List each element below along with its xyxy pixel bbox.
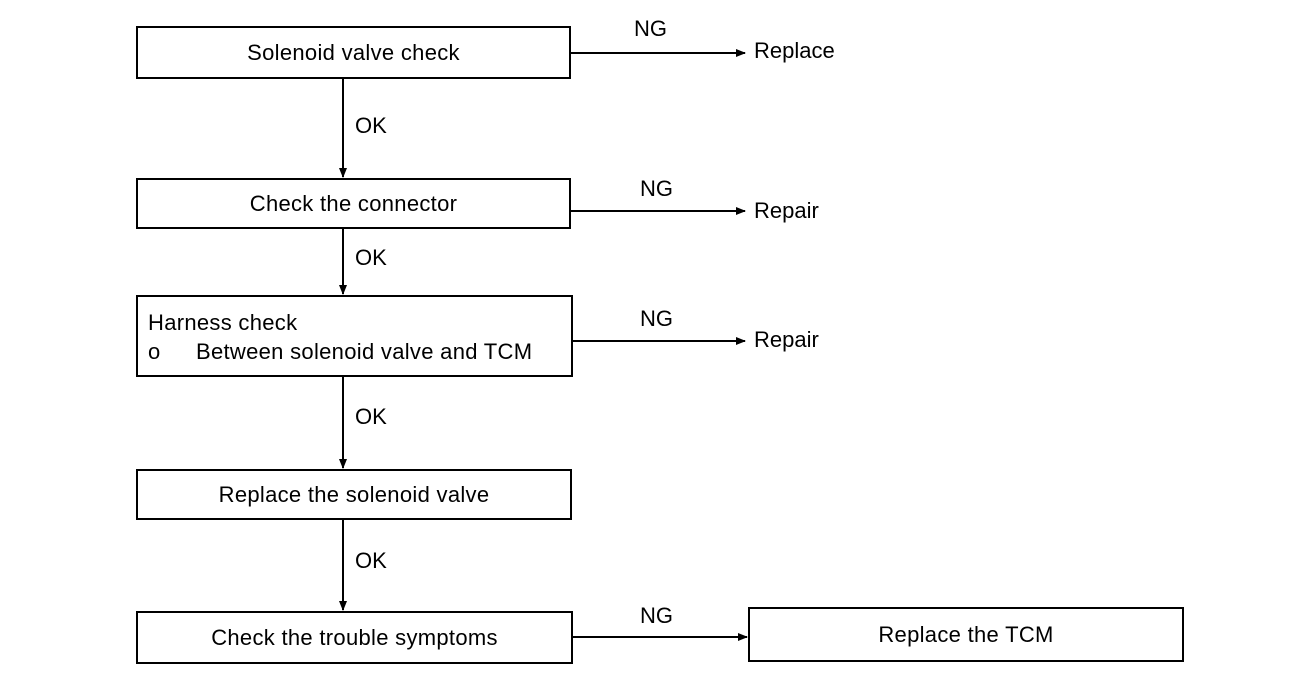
ng-label-3: NG <box>640 306 673 331</box>
step-label: Solenoid valve check <box>247 39 460 65</box>
final-label: Replace the TCM <box>878 621 1054 647</box>
ok-label-3: OK <box>355 404 387 429</box>
ok-label-1: OK <box>355 113 387 138</box>
ok-label-4: OK <box>355 548 387 573</box>
outcome-repair-1: Repair <box>754 198 819 223</box>
step-bullet-line: o Between solenoid valve and TCM <box>148 337 571 367</box>
step-solenoid-valve-check: Solenoid valve check <box>136 26 571 79</box>
step-harness-check: Harness check o Between solenoid valve an… <box>136 295 573 377</box>
step-label: Replace the solenoid valve <box>218 481 490 507</box>
ng-label-1: NG <box>634 16 667 41</box>
bullet-marker: o <box>148 339 161 364</box>
step-label: Check the connector <box>249 190 458 216</box>
step-title: Harness check <box>148 310 298 335</box>
outcome-repair-2: Repair <box>754 327 819 352</box>
ng-label-4: NG <box>640 603 673 628</box>
outcome-replace: Replace <box>754 38 835 63</box>
step-check-connector: Check the connector <box>136 178 571 229</box>
step-label: Check the trouble symptoms <box>211 624 498 650</box>
ng-label-2: NG <box>640 176 673 201</box>
step-check-trouble-symptoms: Check the trouble symptoms <box>136 611 573 664</box>
ok-label-2: OK <box>355 245 387 270</box>
bullet-text: Between solenoid valve and TCM <box>196 339 533 364</box>
step-replace-solenoid-valve: Replace the solenoid valve <box>136 469 572 520</box>
final-replace-tcm-box: Replace the TCM <box>748 607 1184 662</box>
